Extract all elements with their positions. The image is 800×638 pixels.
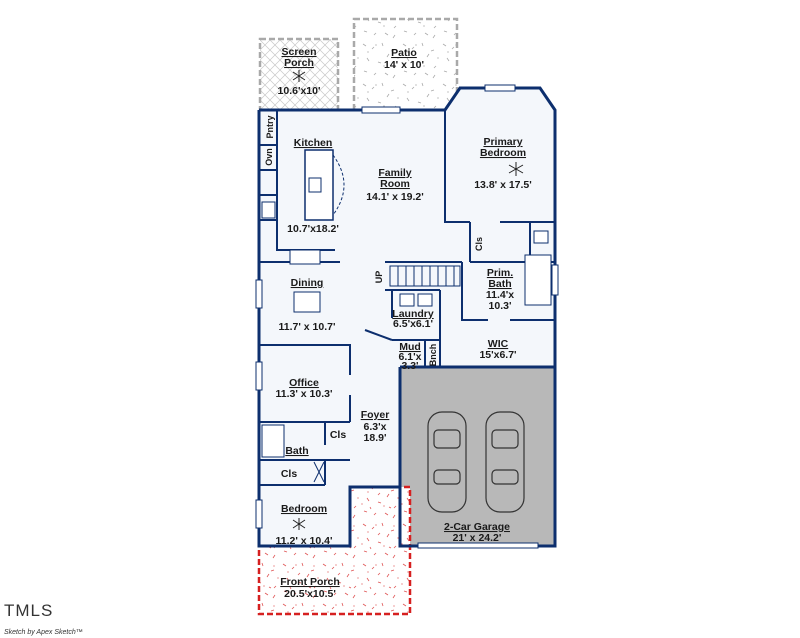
front-porch-lower-area	[259, 546, 410, 614]
primary-closet-label: Cls	[474, 237, 484, 251]
dining-table	[293, 291, 321, 313]
primary-bath-dims-line2: 10.3'	[489, 300, 512, 312]
kitchen-island	[304, 149, 334, 221]
family-room-dims: 14.1' x 19.2'	[366, 191, 424, 203]
patio-label: Patio	[391, 47, 417, 59]
patio-area	[352, 17, 459, 112]
primary-bedroom-label: Primary	[483, 136, 522, 148]
garage-dims: 21' x 24.2'	[453, 532, 502, 544]
kitchen-label: Kitchen	[294, 137, 333, 149]
garage-door	[417, 542, 539, 549]
room-labels: Screen Porch 10.6'x10' Patio 14' x 10' K…	[264, 46, 532, 600]
family-room-label: Family	[378, 167, 411, 179]
screen-porch-dims: 10.6'x10'	[278, 85, 321, 97]
foyer-dims: 6.3'x	[364, 421, 387, 433]
primary-bath-label: Prim.	[487, 267, 513, 279]
front-porch-dims: 20.5'x10.5'	[284, 588, 336, 600]
mud-label: Mud	[399, 341, 421, 353]
pantry-label: Pntry	[265, 115, 275, 138]
oven-label: Ovn	[264, 148, 274, 166]
cooktop-icon	[261, 201, 276, 219]
kitchen-dims: 10.7'x18.2'	[287, 223, 339, 235]
staircase	[389, 265, 461, 287]
garage-label: 2-Car Garage	[444, 521, 510, 533]
primary-bedroom-label-line2: Bedroom	[480, 147, 526, 159]
office-label: Office	[289, 377, 319, 389]
washer-icon	[399, 293, 415, 307]
bedroom-label: Bedroom	[281, 503, 327, 515]
foyer-dims-line2: 18.9'	[364, 432, 387, 444]
windows	[255, 84, 559, 529]
hall-closet-label: Cls	[330, 429, 347, 441]
car-icon	[427, 411, 525, 513]
bath-label: Bath	[285, 445, 308, 457]
mud-dims-line2: 3.3'	[401, 360, 418, 372]
shower-icon	[524, 254, 552, 306]
front-porch-label: Front Porch	[280, 576, 340, 588]
office-dims: 11.3' x 10.3'	[276, 388, 333, 400]
stairs-up-label: UP	[374, 271, 384, 284]
primary-bath-dims: 11.4'x	[486, 289, 514, 301]
primary-bedroom-dims: 13.8' x 17.5'	[474, 179, 532, 191]
bedroom-closet-label: Cls	[281, 468, 298, 480]
bedroom-dims: 11.2' x 10.4'	[276, 535, 333, 547]
laundry-label: Laundry	[392, 308, 434, 320]
screen-porch-label-line2: Porch	[284, 57, 314, 69]
wic-dims: 15'x6.7'	[479, 349, 516, 361]
tub-icon	[261, 424, 285, 458]
mls-logo: TMLS	[4, 601, 53, 620]
fridge-icon	[289, 249, 321, 265]
foyer-label: Foyer	[361, 409, 390, 421]
closet-x-mark	[313, 461, 325, 483]
garage-floor	[400, 368, 555, 546]
sketch-credit: Sketch by Apex Sketch™	[4, 629, 83, 636]
wic-label: WIC	[488, 338, 509, 350]
primary-bath-label-line2: Bath	[488, 278, 511, 290]
dining-dims: 11.7' x 10.7'	[279, 321, 336, 333]
mud-dims: 6.1'x	[399, 351, 422, 363]
laundry-dims: 6.5'x6.1'	[393, 318, 433, 330]
dining-label: Dining	[291, 277, 324, 289]
bench-label: Bnch	[428, 344, 438, 367]
dryer-icon	[417, 293, 433, 307]
toilet-icon	[533, 230, 549, 244]
ceiling-fan-icon	[292, 70, 524, 530]
island-seating-arc	[332, 154, 345, 216]
screen-porch-label: Screen	[281, 46, 316, 58]
sink-icon	[308, 177, 322, 193]
patio-dims: 14' x 10'	[384, 59, 424, 71]
family-room-label-line2: Room	[380, 178, 410, 190]
